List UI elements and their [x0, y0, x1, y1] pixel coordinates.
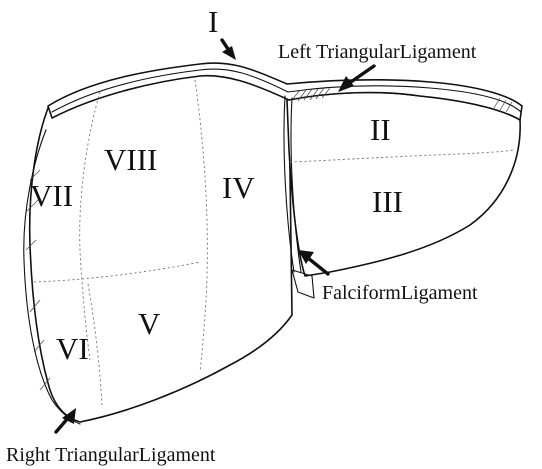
arrow-right-triangular [56, 418, 68, 432]
left-triangular-ligament-label: Left TriangularLigament [278, 41, 477, 63]
segment-i-label: I [208, 4, 218, 39]
segment-v-label: V [138, 306, 161, 341]
right-triangular-ligament-label: Right TriangularLigament [6, 444, 216, 466]
segment-ii-label: II [370, 112, 391, 147]
segment-vii-label: VII [30, 178, 73, 213]
segment-iv-label: IV [222, 170, 255, 205]
segment-vi-label: VI [56, 331, 89, 366]
segment-iii-label: III [372, 184, 403, 219]
arrowhead-segment-i [222, 46, 236, 60]
falciform-ligament-label: FalciformLigament [322, 282, 478, 304]
right-lobe-outline [30, 74, 292, 422]
left-lobe-outline [287, 93, 520, 276]
segment-viii-label: VIII [104, 142, 157, 177]
